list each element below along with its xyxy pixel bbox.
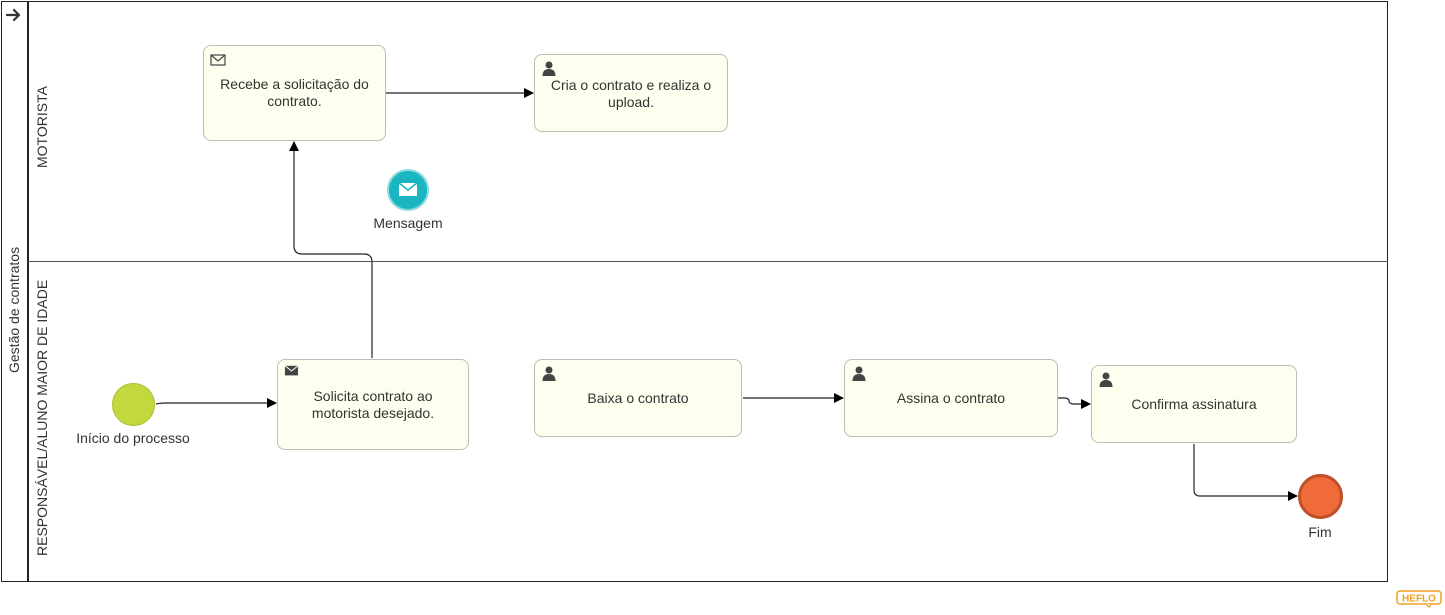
task-confirma-assinatura[interactable]: Confirma assinatura (1091, 365, 1297, 443)
task-label: Cria o contrato e realiza o upload. (550, 77, 712, 110)
heflo-logo: HEFLO (1396, 590, 1442, 608)
arrow-right-icon[interactable] (6, 7, 22, 23)
task-label: Baixa o contrato (587, 389, 689, 406)
intermediate-message-event[interactable] (387, 169, 429, 211)
lane-divider (28, 261, 1388, 262)
lane-header-border (28, 1, 30, 582)
user-icon (542, 366, 556, 381)
task-label: Confirma assinatura (1131, 395, 1257, 412)
user-icon (542, 61, 556, 76)
svg-text:HEFLO: HEFLO (1402, 594, 1436, 605)
flow-inicio-solicita (155, 398, 277, 408)
task-label: Assina o contrato (896, 389, 1006, 406)
task-solicita-contrato[interactable]: Solicita contrato ao motorista desejado. (277, 359, 469, 450)
start-event[interactable] (112, 383, 155, 426)
envelope-icon (398, 182, 418, 196)
pool-header (1, 1, 28, 582)
user-icon (1099, 372, 1113, 387)
task-label: Recebe a solicitação do contrato. (220, 76, 369, 109)
envelope-icon (284, 365, 299, 376)
task-label: Solicita contrato ao motorista desejado. (311, 387, 435, 421)
task-baixa-contrato[interactable]: Baixa o contrato (534, 359, 742, 437)
flow-solicita-recebe (289, 141, 373, 358)
pool (1, 1, 1388, 582)
end-event[interactable] (1298, 474, 1343, 519)
event-label-mensagem: Mensagem (373, 215, 443, 231)
envelope-icon (210, 54, 226, 66)
flow-assina-confirma (1058, 397, 1091, 409)
event-label-fim: Fim (1308, 524, 1332, 540)
flow-confirma-fim (1193, 444, 1298, 501)
task-recebe-solicitacao[interactable]: Recebe a solicitação do contrato. (203, 45, 386, 141)
task-assina-contrato[interactable]: Assina o contrato (844, 359, 1058, 437)
task-cria-contrato[interactable]: Cria o contrato e realiza o upload. (534, 54, 728, 132)
user-icon (852, 366, 866, 381)
event-label-inicio: Início do processo (76, 430, 190, 446)
